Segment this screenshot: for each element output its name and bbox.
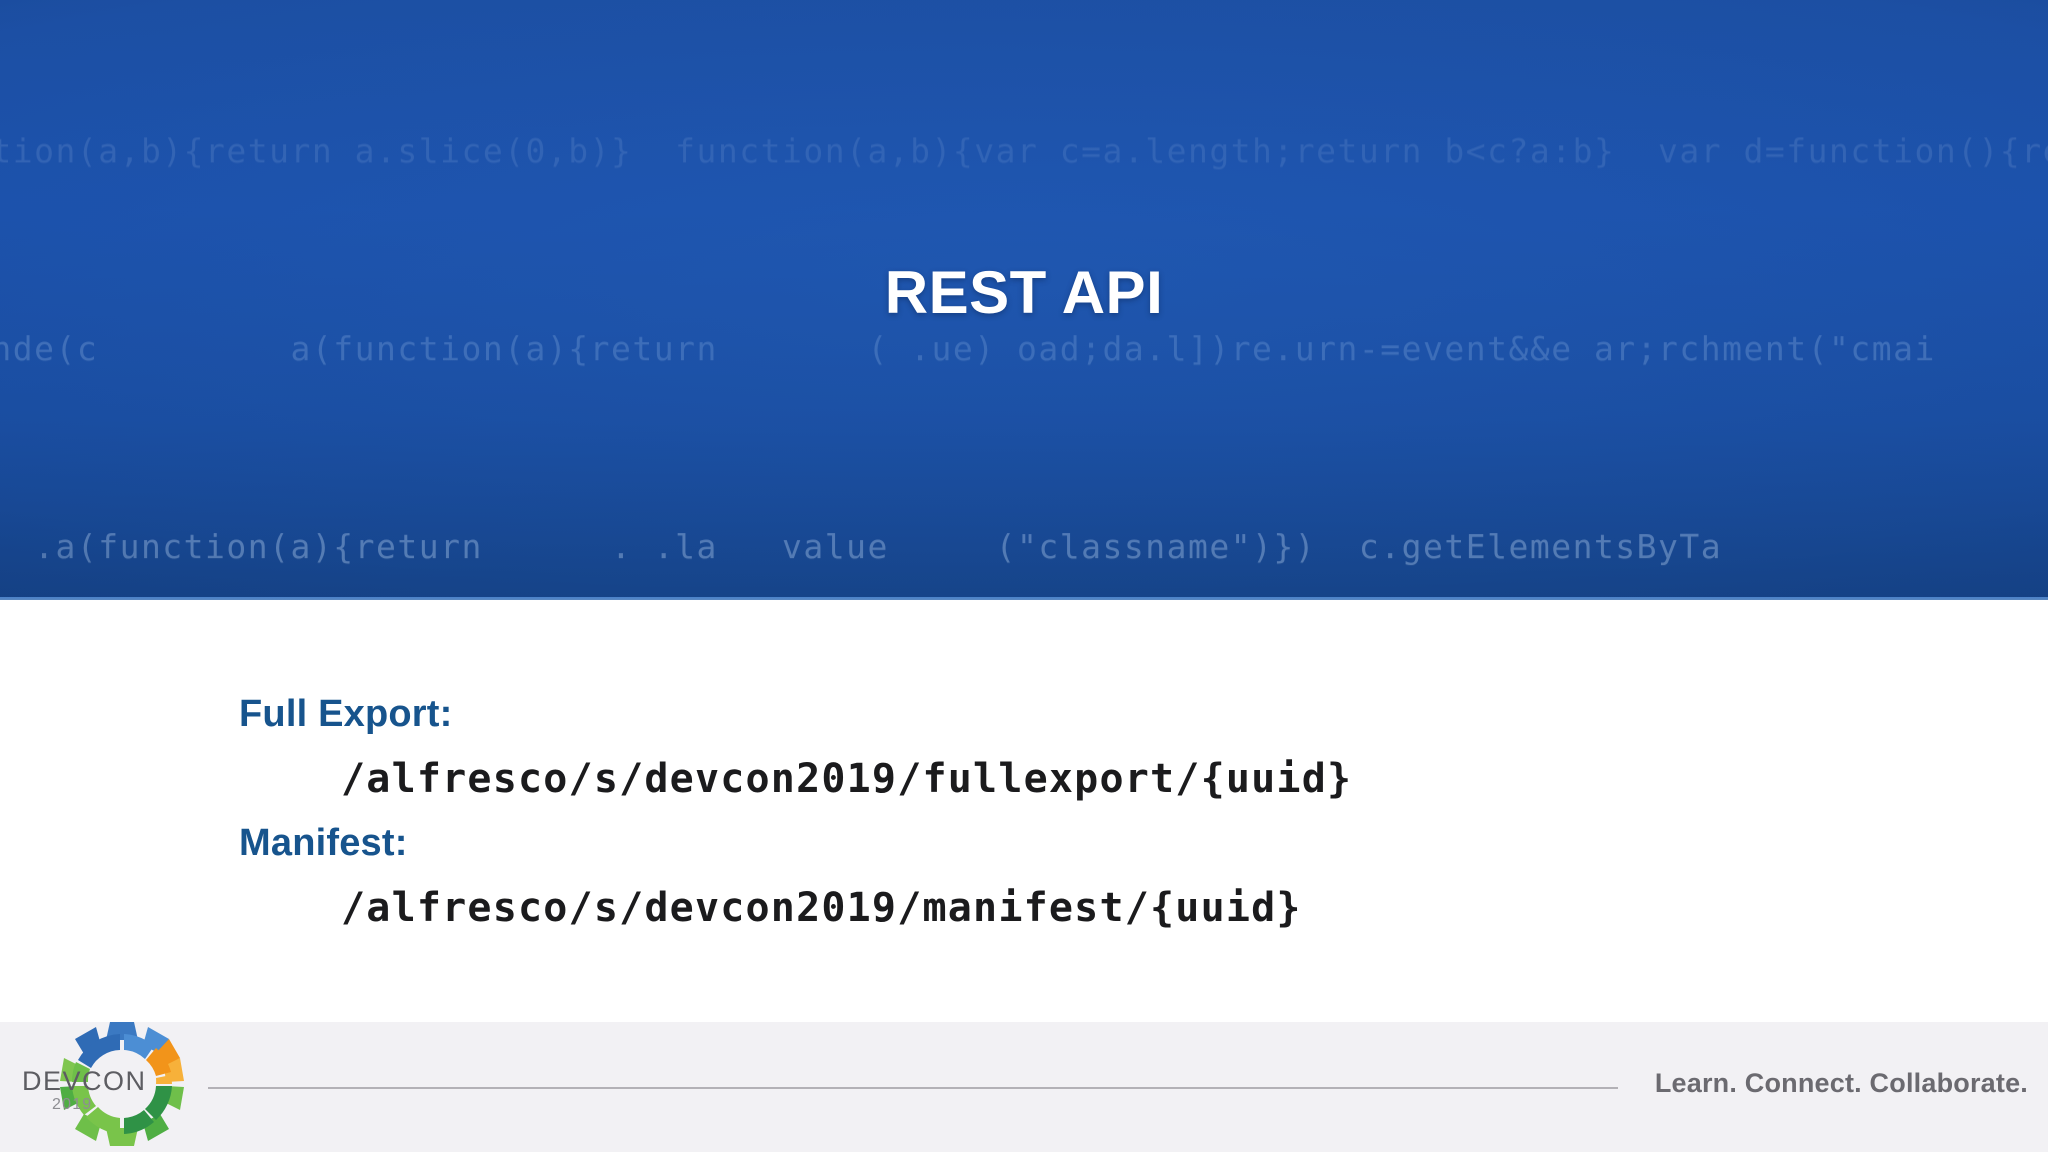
- devcon-year: 2019: [52, 1096, 93, 1113]
- code-line: ction(a,b){return a.slice(0,b)} function…: [0, 131, 2048, 170]
- slide-footer: DEVCON 2019 Learn. Connect. Collaborate.: [0, 1022, 2048, 1152]
- devcon-wordmark: DEVCON: [22, 1066, 147, 1096]
- endpoint-path: /alfresco/s/devcon2019/manifest/{uuid}: [341, 885, 1302, 931]
- gear-icon-ring: [60, 1022, 184, 1146]
- page-title: REST API: [884, 259, 1164, 326]
- code-line: .a(function(a){return . .la value ("clas…: [0, 527, 1723, 566]
- endpoint-label: Manifest:: [239, 822, 408, 864]
- banner-bottom-edge: [0, 597, 2048, 600]
- endpoint-label: Full Export:: [239, 693, 453, 735]
- footer-divider: [208, 1087, 1618, 1089]
- endpoint-path: /alfresco/s/devcon2019/fullexport/{uuid}: [341, 756, 1353, 802]
- footer-tagline: Learn. Connect. Collaborate.: [1654, 1068, 2028, 1098]
- content-area: Full Export: /alfresco/s/devcon2019/full…: [0, 600, 2048, 1022]
- devcon-logo: DEVCON 2019: [14, 1014, 200, 1152]
- title-banner: ction(a,b){return a.slice(0,b)} function…: [0, 0, 2048, 600]
